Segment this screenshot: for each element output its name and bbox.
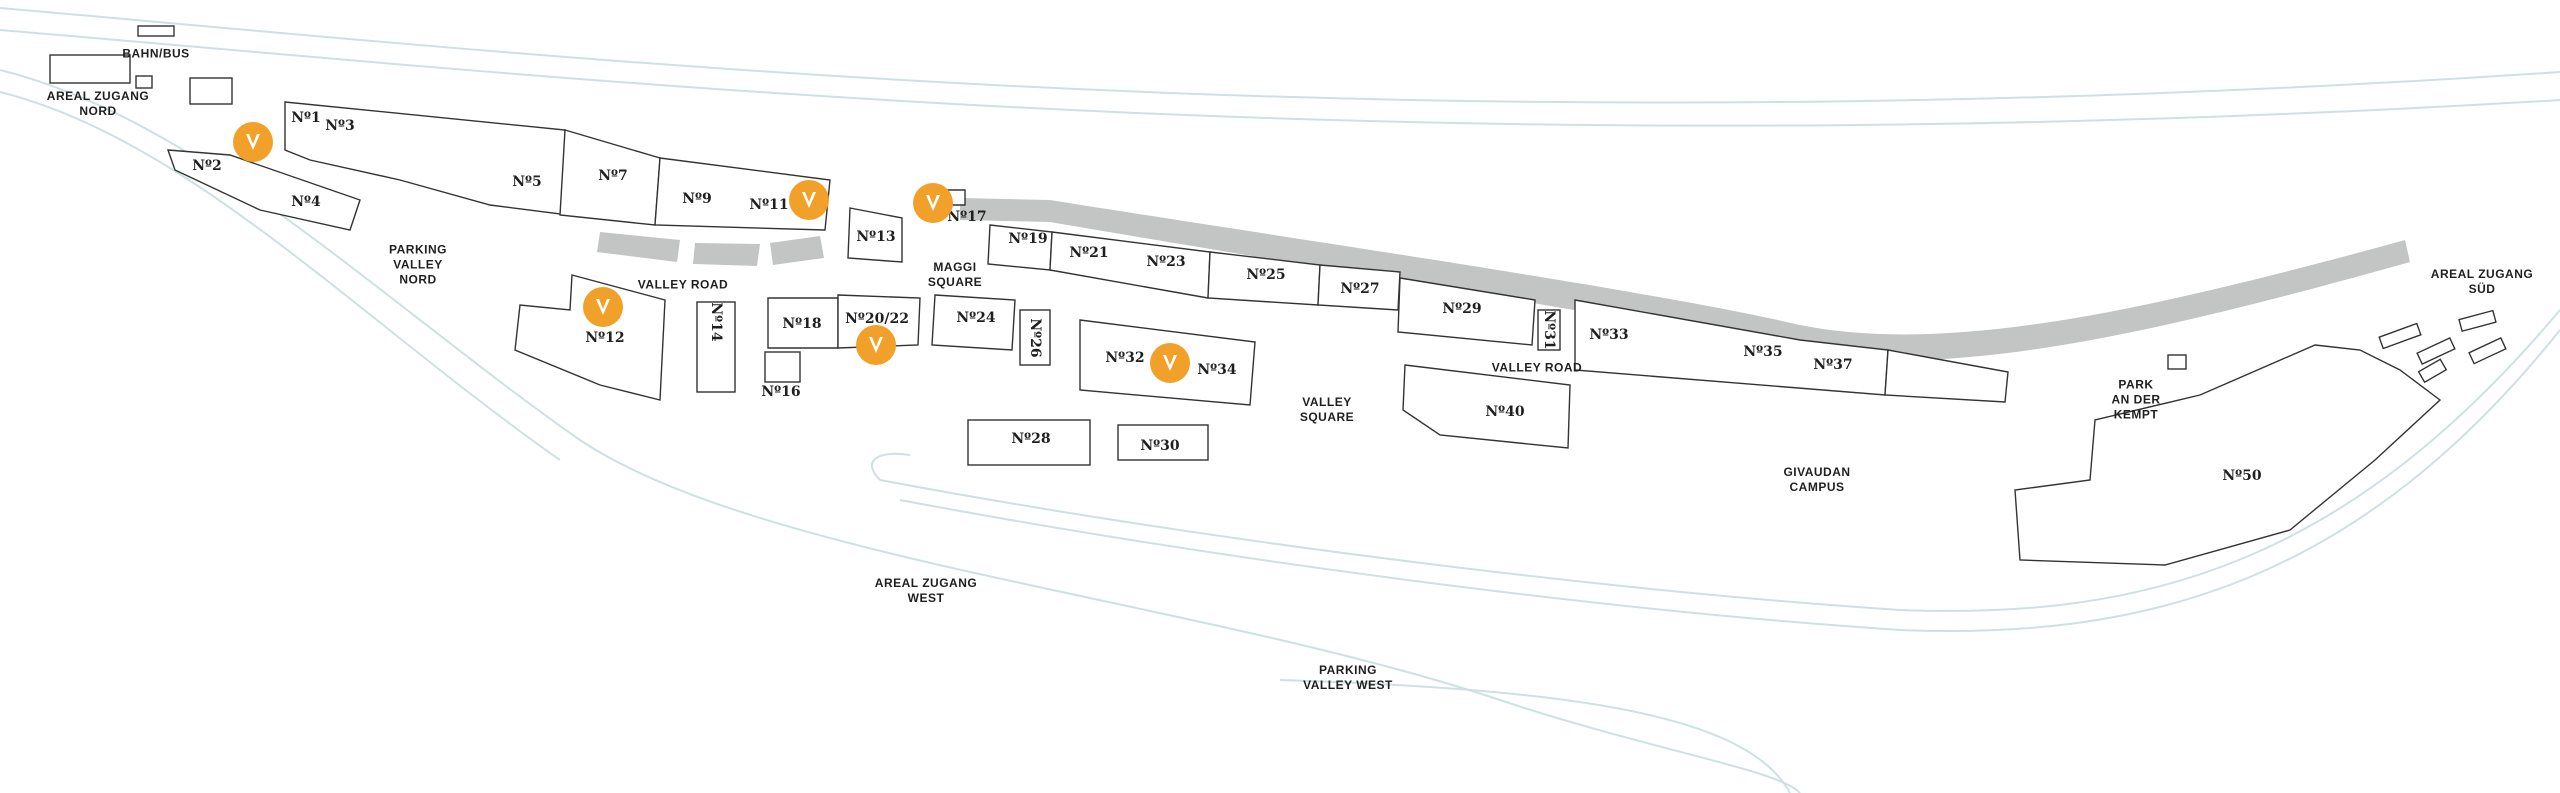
label-valley-road-east: VALLEY ROAD [1491,360,1583,375]
shape-n14 [696,301,736,393]
location-marker-n1[interactable] [233,122,273,162]
building-label-n26: Nº26 [1027,318,1043,358]
location-marker-n12[interactable] [583,287,623,327]
shape-n30 [1117,424,1209,461]
shape-zugang-nord-a [49,54,131,84]
building-label-n33: Nº33 [1589,327,1629,343]
shape-park-small [2167,354,2187,370]
building-label-n7: Nº7 [598,168,628,184]
buildings [49,25,2507,566]
building-label-n2: Nº2 [192,158,222,174]
building-label-n1: Nº1 [291,110,321,126]
shape-n29 [1397,277,1536,346]
promenade-west-3 [770,236,824,265]
building-label-n3: Nº3 [325,118,355,134]
building-label-n14: Nº14 [708,302,724,342]
building-label-n13: Nº13 [856,229,896,245]
shape-bahn-bus [137,25,175,37]
shape-n9-n11 [654,157,831,231]
building-label-n21: Nº21 [1069,245,1109,261]
building-label-n32: Nº32 [1105,350,1145,366]
shape-n13 [847,207,903,263]
v-logo-icon [1163,355,1177,371]
promenade-west-2 [693,243,760,266]
building-label-n19: Nº19 [1008,231,1048,247]
road-loop [870,452,911,481]
location-marker-n17[interactable] [913,183,953,223]
building-label-n40: Nº40 [1485,404,1525,420]
location-marker-n11[interactable] [789,180,829,220]
building-label-n12: Nº12 [585,330,625,346]
road-main-west-b [0,91,561,461]
road-south-curve-inner [899,329,2560,633]
v-logo-icon [246,134,260,150]
building-label-n27: Nº27 [1340,281,1380,297]
building-label-n35: Nº35 [1743,344,1783,360]
shape-kempt-e [2417,358,2448,384]
shape-n12 [514,274,666,401]
building-label-n31: Nº31 [1541,310,1557,350]
road-north-inner [0,29,2560,127]
building-label-n18: Nº18 [782,316,822,332]
v-logo-icon [926,195,940,211]
building-label-n16: Nº16 [761,384,801,400]
building-label-n9: Nº9 [682,191,712,207]
location-marker-n34[interactable] [1150,343,1190,383]
building-label-n24: Nº24 [956,310,996,326]
shape-n26 [1019,309,1051,366]
shape-n24 [931,294,1016,351]
road-north-outer [0,7,2560,104]
building-label-n25: Nº25 [1246,267,1286,283]
shape-n50 [2014,344,2442,566]
building-label-n29: Nº29 [1442,301,1482,317]
shape-n16 [764,351,801,383]
shape-n27 [1317,264,1401,311]
v-logo-icon [596,299,610,315]
building-label-n50: Nº50 [2222,468,2262,484]
shape-kempt-a [2378,322,2422,350]
building-label-n23: Nº23 [1146,254,1186,270]
shape-zugang-nord-c [189,77,233,105]
shape-n2-n4 [166,149,361,231]
building-label-n28: Nº28 [1011,431,1051,447]
shape-kempt-d [2468,337,2507,365]
shape-kempt-c [2458,309,2497,333]
shape-zugang-nord-b [135,75,153,89]
building-label-n30: Nº30 [1140,438,1180,454]
v-logo-icon [869,337,883,353]
building-label-n20-22: Nº20/22 [845,311,909,327]
building-label-n4: Nº4 [291,194,321,210]
shape-n37-annex [1884,349,2009,403]
building-label-n37: Nº37 [1813,357,1853,373]
building-label-n11: Nº11 [749,197,789,213]
shape-kempt-b [2416,337,2456,365]
shape-n28 [967,419,1091,466]
building-label-n17: Nº17 [947,209,987,225]
shape-n31 [1537,309,1561,351]
road-south-curve-outer [879,309,2560,613]
v-logo-icon [802,192,816,208]
location-marker-n20-22[interactable] [856,325,896,365]
building-label-n34: Nº34 [1197,362,1237,378]
promenade-west-1 [597,232,680,262]
label-valley-road-west: VALLEY ROAD [637,277,729,292]
building-label-n5: Nº5 [512,174,542,190]
shape-n40 [1402,364,1571,449]
label-bahn-bus: BAHN/BUS [122,46,190,61]
road-parking-west [1279,679,1791,793]
